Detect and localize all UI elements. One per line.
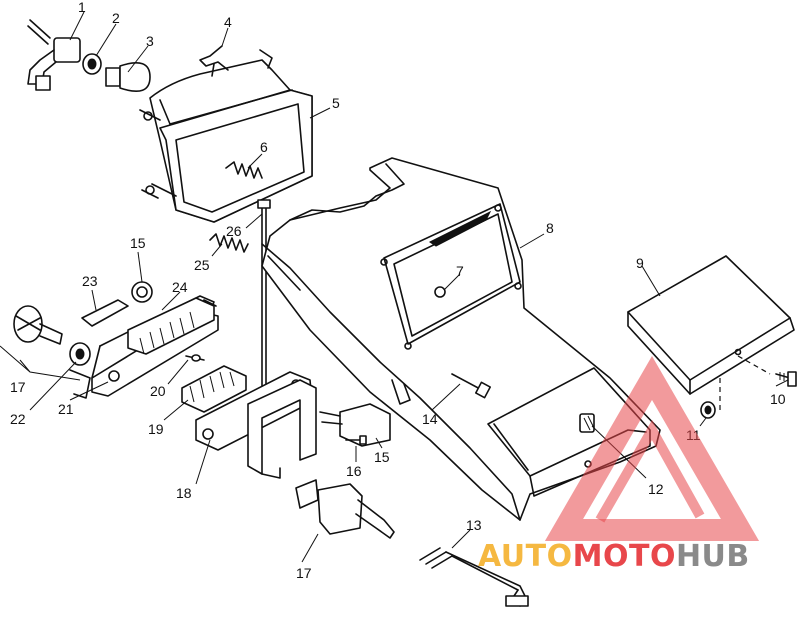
callout-labels: 1 2 3 4 5 6 7 8 9 10 11 12 13 14 15 15 1… (10, 0, 786, 581)
callout-23: 23 (82, 273, 98, 289)
callout-21: 21 (58, 401, 74, 417)
callout-2: 2 (112, 10, 120, 26)
leader-lines (0, 11, 789, 563)
callout-22: 22 (10, 411, 26, 427)
part-screw-16 (345, 435, 367, 445)
callout-1: 1 (78, 0, 86, 15)
part-long-screw (257, 199, 271, 401)
dashed-line-fastener (737, 355, 771, 375)
part-grommet-22 (69, 342, 91, 366)
callout-10: 10 (770, 391, 786, 407)
callout-15-upper: 15 (130, 235, 146, 251)
part-switch-knob (13, 305, 63, 345)
watermark-hub: HUB (676, 539, 750, 574)
part-socket-lower (295, 479, 395, 539)
part-mounting-bracket (195, 371, 317, 479)
callout-20: 20 (150, 383, 166, 399)
callout-15-right: 15 (374, 449, 390, 465)
callout-9: 9 (636, 255, 644, 271)
callout-18: 18 (176, 485, 192, 501)
part-spring-lower (209, 233, 249, 253)
watermark: AUTOMOTOHUB (478, 356, 760, 574)
callout-6: 6 (260, 139, 268, 155)
part-screw-14 (451, 373, 492, 399)
part-wire-clip (199, 45, 229, 77)
part-spring-upper (225, 161, 263, 179)
callout-7: 7 (456, 263, 464, 279)
callout-8: 8 (546, 220, 554, 236)
callout-16: 16 (346, 463, 362, 479)
svg-text:AUTOMOTOHUB: AUTOMOTOHUB (478, 539, 750, 574)
part-grommet-15-upper (131, 281, 153, 303)
part-wire-harness (419, 547, 529, 607)
part-pin-20 (185, 354, 205, 362)
callout-17-left: 17 (10, 379, 26, 395)
part-connector-15-right (319, 403, 391, 447)
part-headlight-assembly (139, 49, 313, 223)
part-headlight-pod (261, 157, 661, 521)
callout-24: 24 (172, 279, 188, 295)
callout-17-bottom: 17 (296, 565, 312, 581)
callout-5: 5 (332, 95, 340, 111)
callout-19: 19 (148, 421, 164, 437)
callout-13: 13 (466, 517, 482, 533)
callout-3: 3 (146, 33, 154, 49)
callout-4: 4 (224, 14, 232, 30)
part-nut-11 (700, 401, 716, 419)
part-bolt-7 (434, 286, 446, 298)
part-ring (82, 53, 102, 75)
watermark-moto: MOTO (573, 539, 676, 574)
part-connector-block (181, 365, 247, 413)
callout-25: 25 (194, 257, 210, 273)
triangle-logo-icon (544, 356, 760, 541)
callout-14: 14 (422, 411, 438, 427)
part-bulb-socket (27, 19, 81, 91)
part-label-23 (81, 299, 129, 327)
part-fastener-10 (775, 371, 797, 387)
part-headlight-bulb (105, 62, 151, 92)
callout-12: 12 (648, 481, 664, 497)
part-switch-body (127, 297, 215, 355)
watermark-auto: AUTO (478, 539, 573, 574)
callout-26: 26 (226, 223, 242, 239)
part-cover-plate (627, 255, 795, 395)
